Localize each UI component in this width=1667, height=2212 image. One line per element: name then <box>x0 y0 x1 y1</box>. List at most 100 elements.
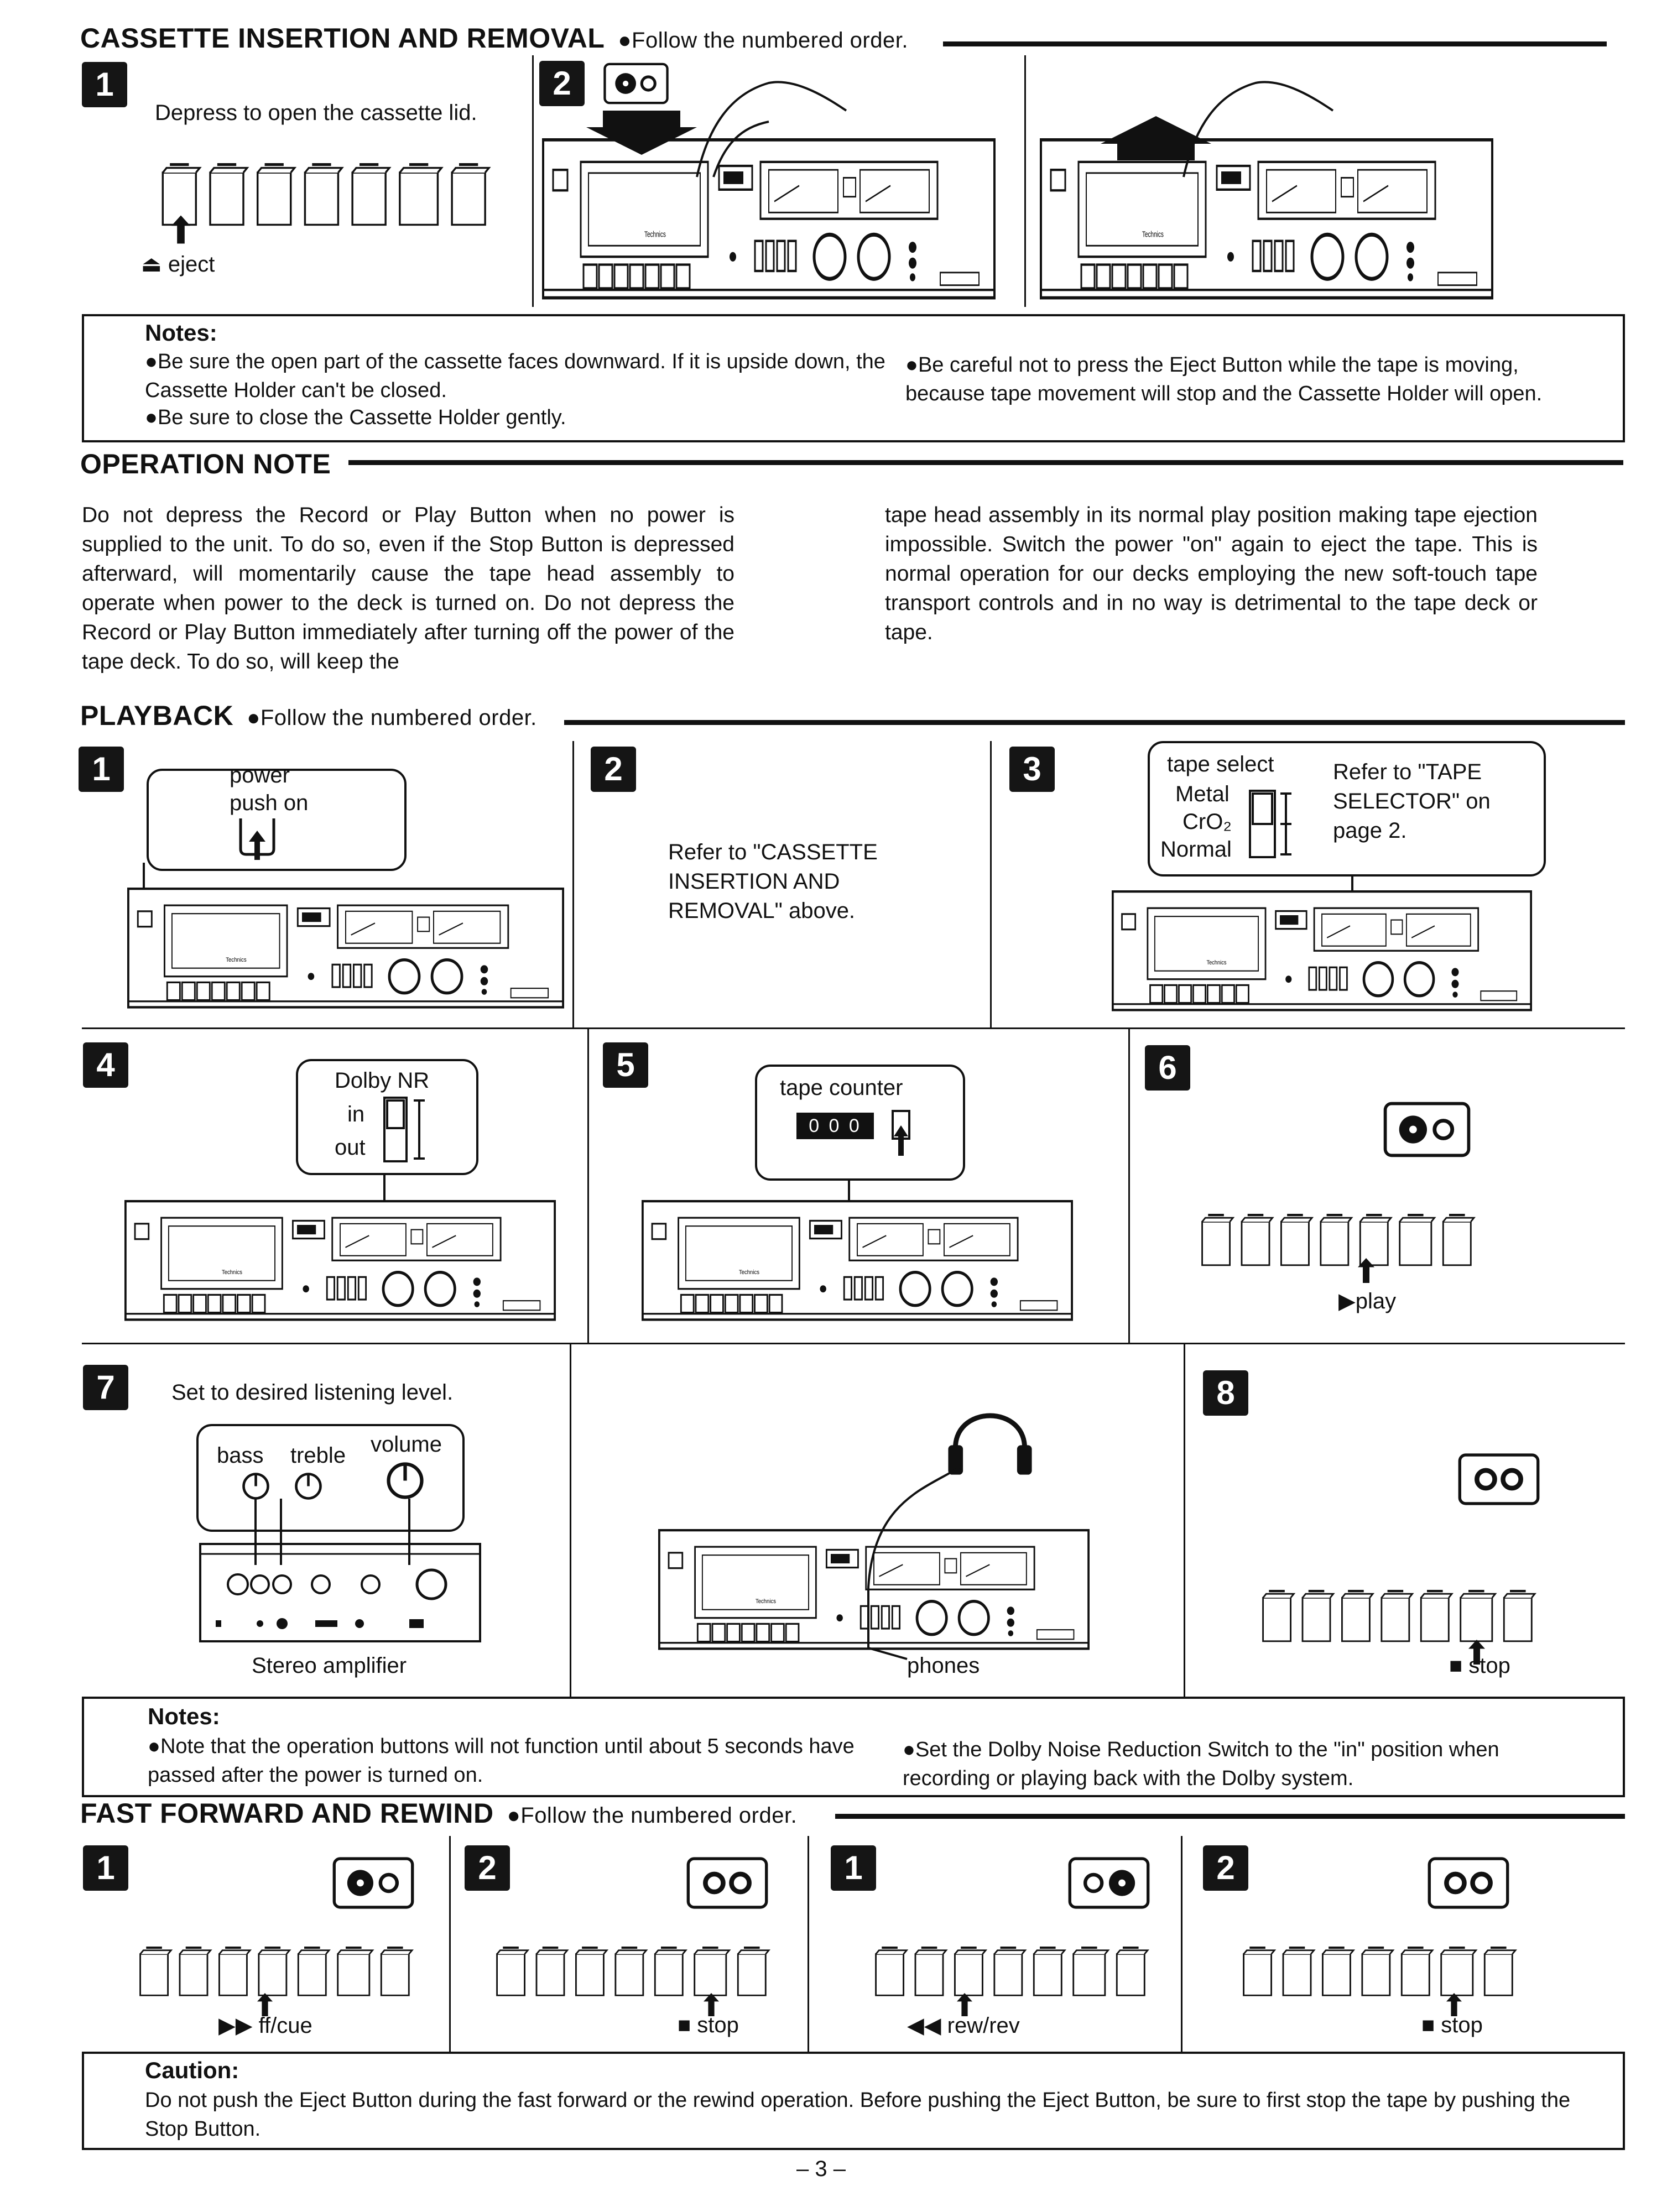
eject-label: ⏏ eject <box>141 252 215 277</box>
section-title-text: CASSETTE INSERTION AND REMOVAL <box>80 23 605 54</box>
cassette-play-icon <box>1383 1100 1471 1159</box>
up-arrow-icon <box>1101 116 1211 160</box>
button-row-eject <box>160 160 492 232</box>
button-row-stop <box>495 1947 772 1999</box>
notes-left-2: ●Be sure to close the Cassette Holder ge… <box>145 406 566 429</box>
divider <box>990 741 992 1029</box>
tape-deck-illustration <box>642 1200 1073 1324</box>
divider <box>1184 1343 1185 1697</box>
divider <box>532 55 534 307</box>
tape-deck-illustration <box>124 1200 556 1324</box>
step-number-4: 4 <box>83 1042 128 1088</box>
callout-lines <box>254 1499 410 1565</box>
step-2-refer: Refer to "CASSETTE INSERTION AND REMOVAL… <box>668 840 878 923</box>
button-row-ff <box>138 1947 415 1999</box>
stereo-amplifier-label: Stereo amplifier <box>251 1653 407 1678</box>
tape-select-callout <box>1148 741 1546 877</box>
headphone-cord <box>867 1464 963 1660</box>
hand-icon <box>696 81 847 178</box>
notes-box: Notes: ●Note that the operation buttons … <box>82 1697 1625 1797</box>
notes-heading: Notes: <box>145 320 217 346</box>
stop-label-text: stop <box>697 2013 739 2037</box>
step-number-2: 2 <box>465 1845 510 1891</box>
stop-label: ■ stop <box>1449 1653 1510 1678</box>
cassette-rew-icon <box>1067 1855 1150 1911</box>
divider <box>572 741 574 1029</box>
section-subtitle: ●Follow the numbered order. <box>618 28 908 53</box>
divider <box>570 1343 571 1697</box>
operation-note-right: tape head assembly in its normal play po… <box>885 503 1538 644</box>
bass-label: bass <box>217 1443 264 1468</box>
refer-tape-selector: Refer to "TAPE SELECTOR" on page 2. <box>1333 760 1491 843</box>
down-arrow-icon <box>586 111 697 155</box>
caution-heading: Caution: <box>145 2057 239 2083</box>
step-number-3: 3 <box>1009 747 1055 792</box>
power-label: power <box>230 763 290 787</box>
ff-cue-label-text: ff/cue <box>258 2013 312 2038</box>
eject-label-text: eject <box>168 252 215 276</box>
section-title-playback: PLAYBACK●Follow the numbered order. <box>80 700 537 732</box>
dolby-switch-icon <box>383 1097 425 1162</box>
caution-text: Do not push the Eject Button during the … <box>145 2089 1571 2141</box>
step-number-6: 6 <box>1145 1045 1190 1091</box>
cassette-ff-icon <box>332 1855 415 1911</box>
push-on-label: push on <box>230 791 309 815</box>
ff-icon: ▶▶ <box>218 2013 253 2038</box>
stop-icon: ■ <box>678 2013 691 2037</box>
step-number-2: 2 <box>591 747 636 792</box>
play-label-text: play <box>1355 1289 1397 1313</box>
divider <box>449 1836 451 2052</box>
volume-knob-icon <box>384 1460 426 1501</box>
page-number: – 3 – <box>796 2157 846 2181</box>
play-arrow-icon <box>1358 1255 1374 1286</box>
section-rule <box>835 1814 1625 1819</box>
cassette-stop-icon <box>1427 1855 1510 1911</box>
cro2-label: CrO₂ <box>1182 810 1232 834</box>
rew-rev-label-text: rew/rev <box>947 2013 1020 2038</box>
section-title-ffrew: FAST FORWARD AND REWIND●Follow the numbe… <box>80 1797 797 1829</box>
play-icon: ▶ <box>1338 1289 1356 1313</box>
section-rule <box>348 460 1623 465</box>
stop-label-text: stop <box>1468 1653 1510 1678</box>
counter-display: 0 0 0 <box>796 1113 874 1139</box>
step-number-1: 1 <box>82 62 127 107</box>
step-number-1: 1 <box>83 1845 128 1891</box>
phones-label: phones <box>907 1653 980 1678</box>
rew-icon: ◀◀ <box>907 2013 941 2038</box>
stop-label-text: stop <box>1441 2013 1483 2037</box>
stereo-amplifier-illustration <box>199 1543 481 1642</box>
stop-label: ■ stop <box>1421 2013 1483 2038</box>
notes-right: ●Be careful not to press the Eject Butto… <box>905 353 1543 405</box>
step-1-instruction: Depress to open the cassette lid. <box>155 101 477 125</box>
section-rule <box>943 41 1607 46</box>
step-number-2: 2 <box>539 61 585 106</box>
caution-box: Caution: Do not push the Eject Button du… <box>82 2052 1625 2150</box>
dolby-out-label: out <box>335 1135 366 1160</box>
play-label: ▶play <box>1338 1288 1396 1314</box>
rew-rev-label: ◀◀ rew/rev <box>907 2013 1020 2038</box>
power-button-icon <box>239 818 275 860</box>
notes-heading: Notes: <box>148 1703 220 1729</box>
notes-box: Notes: ●Be sure the open part of the cas… <box>82 314 1625 442</box>
step-number-1: 1 <box>79 747 124 792</box>
notes-left-1: ●Be sure the open part of the cassette f… <box>145 350 885 402</box>
button-row-rew <box>874 1947 1150 1999</box>
step-number-1: 1 <box>831 1845 876 1891</box>
counter-reset-button-icon <box>892 1110 910 1156</box>
bass-knob-icon <box>241 1471 271 1501</box>
section-subtitle: ●Follow the numbered order. <box>507 1803 798 1828</box>
step-number-8: 8 <box>1203 1370 1248 1416</box>
eject-icon: ⏏ <box>141 252 162 276</box>
power-callout <box>147 769 407 871</box>
tape-counter-label: tape counter <box>780 1076 903 1100</box>
dolby-in-label: in <box>347 1102 365 1126</box>
tape-deck-illustration <box>1112 890 1532 1015</box>
tape-select-switch-icon <box>1249 790 1291 858</box>
divider <box>1181 1836 1182 2052</box>
section-title-text: PLAYBACK <box>80 700 234 731</box>
step-number-5: 5 <box>603 1042 648 1088</box>
divider <box>587 1027 589 1343</box>
tape-select-label: tape select <box>1167 752 1274 776</box>
button-row-play <box>1200 1214 1477 1269</box>
section-rule <box>564 720 1625 725</box>
